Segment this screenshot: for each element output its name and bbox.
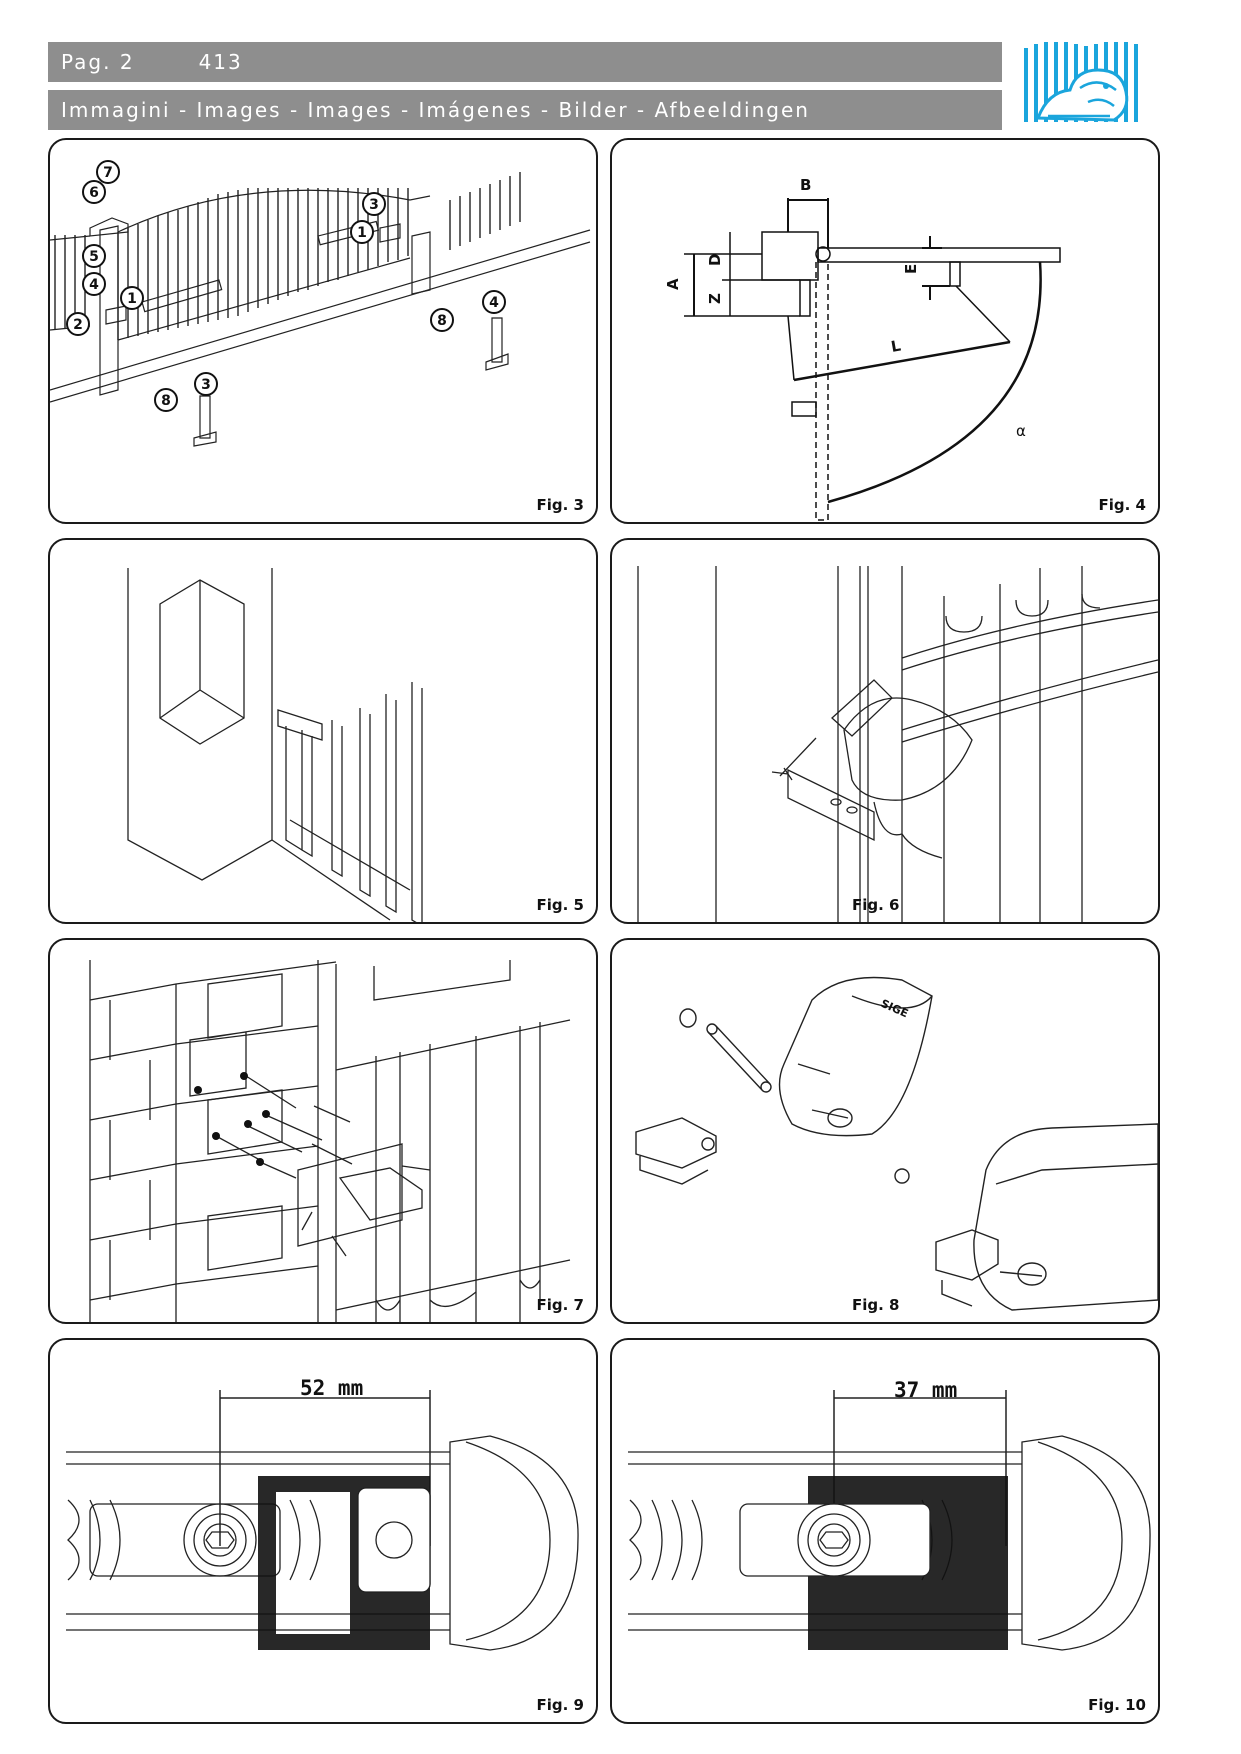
bracket-wall-mounting-drawing: [89, 960, 571, 1322]
stop-position-52mm-drawing: [66, 1390, 579, 1651]
label-Z: Z: [706, 293, 724, 304]
figure-7-panel: Fig. 7: [48, 938, 598, 1324]
page-number-band: Pag. 2 413: [48, 42, 1002, 82]
figure-9-panel: 52 mm Fig. 9: [48, 1338, 598, 1724]
pillar-bracket-drawing: [127, 568, 423, 922]
figure-caption: Fig. 6: [852, 896, 900, 914]
operator-assembly-drawing: SIGE: [635, 976, 1158, 1311]
callout-1: 1: [357, 225, 367, 241]
callout-6: 6: [89, 185, 99, 201]
page-label: Pag. 2: [61, 50, 135, 74]
callout-4: 4: [89, 277, 99, 293]
page-subtitle: Immagini - Images - Images - Imágenes - …: [61, 98, 810, 122]
label-L: L: [890, 336, 903, 355]
callout-5: 5: [89, 249, 99, 265]
figure-caption: Fig. 3: [536, 496, 584, 514]
figure-4-panel: A B D Z E L α Fig. 4: [610, 138, 1160, 524]
callout-2: 2: [73, 317, 83, 333]
label-B: B: [800, 176, 811, 194]
stop-position-37mm-drawing: [628, 1390, 1151, 1651]
figure-5-panel: Fig. 5: [48, 538, 598, 924]
figure-10-panel: 37 mm Fig. 10: [610, 1338, 1160, 1724]
figure-8-panel: SIGE Fig. 8: [610, 938, 1160, 1324]
dimension-label: 52 mm: [300, 1376, 364, 1400]
figure-6-panel: Fig. 6: [610, 538, 1160, 924]
figure-caption: Fig. 4: [1098, 496, 1146, 514]
label-D: D: [706, 254, 724, 266]
callout-3b: 3: [201, 377, 211, 393]
dimension-label: 37 mm: [894, 1378, 958, 1402]
callout-4b: 4: [489, 295, 499, 311]
callout-7: 7: [103, 165, 113, 181]
lion-gate-logo-icon: [1024, 42, 1138, 122]
svg-text:SIGE: SIGE: [879, 997, 910, 1020]
label-alpha: α: [1016, 422, 1026, 440]
callout-8b: 8: [161, 393, 171, 409]
subtitle-band: Immagini - Images - Images - Imágenes - …: [48, 90, 1002, 130]
figure-3-panel: 7 6 3 1 5 4 1 2 8 4 3 8 Fig. 3: [48, 138, 598, 524]
callout-3: 3: [369, 197, 379, 213]
label-E: E: [902, 264, 920, 274]
figure-caption: Fig. 7: [536, 1296, 584, 1314]
callout-1b: 1: [127, 291, 137, 307]
page-code: 413: [198, 50, 243, 74]
installation-dimensions-diagram: A B D Z E L α: [664, 176, 1061, 521]
figure-caption: Fig. 8: [852, 1296, 900, 1314]
callout-8: 8: [437, 313, 447, 329]
gate-overview-drawing: 7 6 3 1 5 4 1 2 8 4 3 8: [50, 160, 591, 447]
figure-caption: Fig. 9: [536, 1696, 584, 1714]
welding-bracket-drawing: [637, 566, 1158, 922]
figure-caption: Fig. 10: [1088, 1696, 1146, 1714]
figure-caption: Fig. 5: [536, 896, 584, 914]
label-A: A: [664, 278, 682, 290]
